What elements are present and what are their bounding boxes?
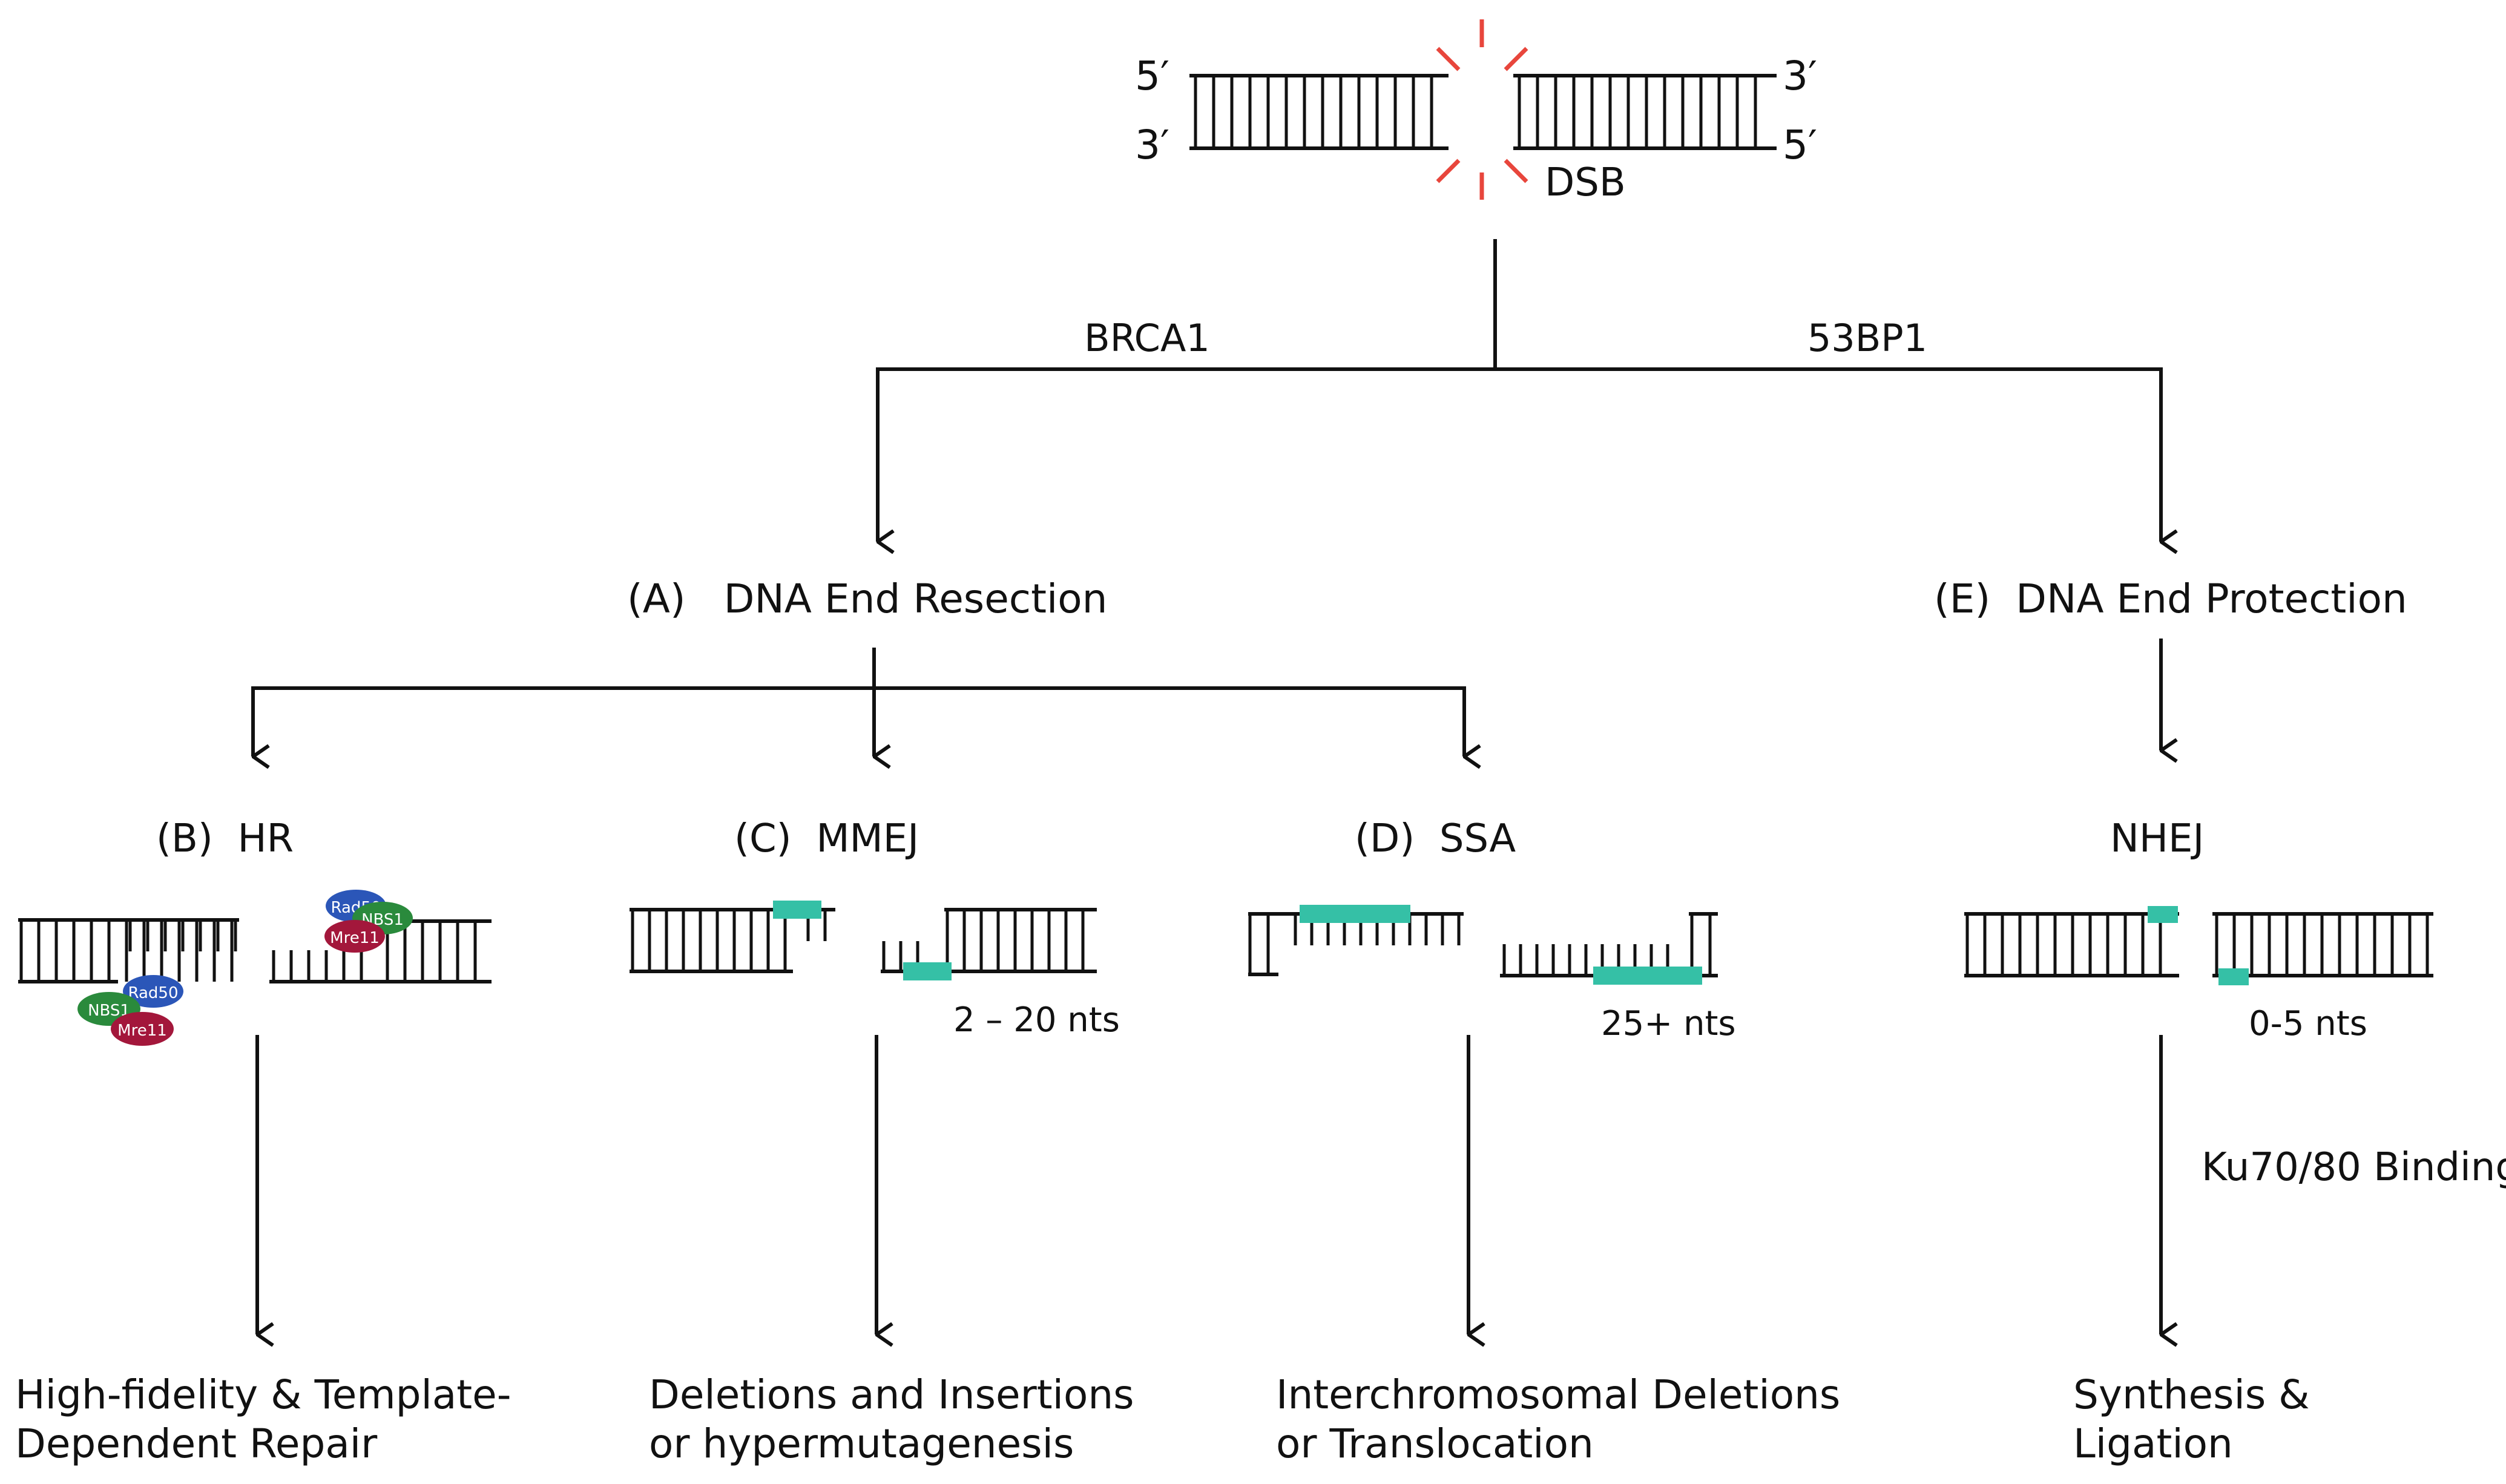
nhej-outcome-line1: Synthesis & — [2073, 1371, 2310, 1418]
microhomology-block — [773, 901, 821, 919]
mmej-outcome-line1: Deletions and Insertions — [649, 1371, 1134, 1418]
dsb-5prime-right: 5′ — [1783, 122, 1817, 168]
dsb-break: 5′ 3′ 3′ 5′ DSB — [1135, 19, 1817, 205]
ssa-outcome-line2: or Translocation — [1276, 1420, 1594, 1467]
microhomology-block — [1593, 967, 1702, 985]
dsb-5prime-left: 5′ — [1135, 53, 1169, 99]
nhej-dna-cartoon — [1964, 906, 2433, 985]
microhomology-block — [903, 962, 952, 980]
hr-dna-cartoon — [18, 918, 492, 983]
outcome-arrows — [255, 1035, 2161, 1335]
brca1-label: BRCA1 — [1084, 316, 1210, 360]
hr-title: (B) HR — [156, 816, 294, 861]
mre11-label: Mre11 — [117, 1022, 167, 1040]
protection-title: (E) DNA End Protection — [1934, 576, 2407, 622]
dsb-3prime-right: 3′ — [1783, 53, 1817, 99]
ssa-outcome-line1: Interchromosomal Deletions — [1276, 1371, 1840, 1418]
mmej-dna-cartoon — [630, 901, 1097, 980]
dna-left-duplex — [1189, 74, 1449, 150]
break-mark-icon — [1436, 19, 1528, 200]
microhomology-block — [2148, 906, 2178, 923]
ku-binding-label: Ku70/80 Binding — [2202, 1145, 2506, 1190]
nhej-nt-label: 0-5 nts — [2249, 1004, 2367, 1043]
mrn-complex-icon: Rad50 NBS1 Mre11 — [324, 890, 413, 953]
dsb-3prime-left: 3′ — [1135, 122, 1169, 168]
dna-right-duplex — [1513, 74, 1777, 150]
middle-tree-lines — [251, 639, 2161, 757]
ssa-nt-label: 25+ nts — [1601, 1004, 1736, 1043]
nhej-title: NHEJ — [2110, 816, 2204, 861]
mre11-label: Mre11 — [330, 929, 380, 947]
dsb-label: DSB — [1545, 160, 1626, 205]
hr-outcome-line1: High-fidelity & Template- — [15, 1371, 511, 1418]
ssa-title: (D) SSA — [1355, 816, 1516, 861]
microhomology-block — [1300, 905, 1410, 923]
microhomology-block — [2218, 968, 2249, 985]
top-tree-lines — [876, 239, 2163, 542]
mmej-title: (C) MMEJ — [734, 816, 919, 861]
53bp1-label: 53BP1 — [1807, 316, 1927, 360]
hr-outcome-line2: Dependent Repair — [15, 1420, 378, 1467]
resection-title: (A) DNA End Resection — [627, 576, 1108, 622]
mmej-nt-label: 2 – 20 nts — [953, 1000, 1120, 1040]
nhej-outcome-line2: Ligation — [2073, 1420, 2233, 1467]
mmej-outcome-line2: or hypermutagenesis — [649, 1420, 1074, 1467]
rad50-label: Rad50 — [128, 984, 178, 1002]
ssa-dna-cartoon — [1248, 905, 1718, 985]
mrn-complex-icon: Rad50 NBS1 Mre11 — [77, 975, 183, 1046]
